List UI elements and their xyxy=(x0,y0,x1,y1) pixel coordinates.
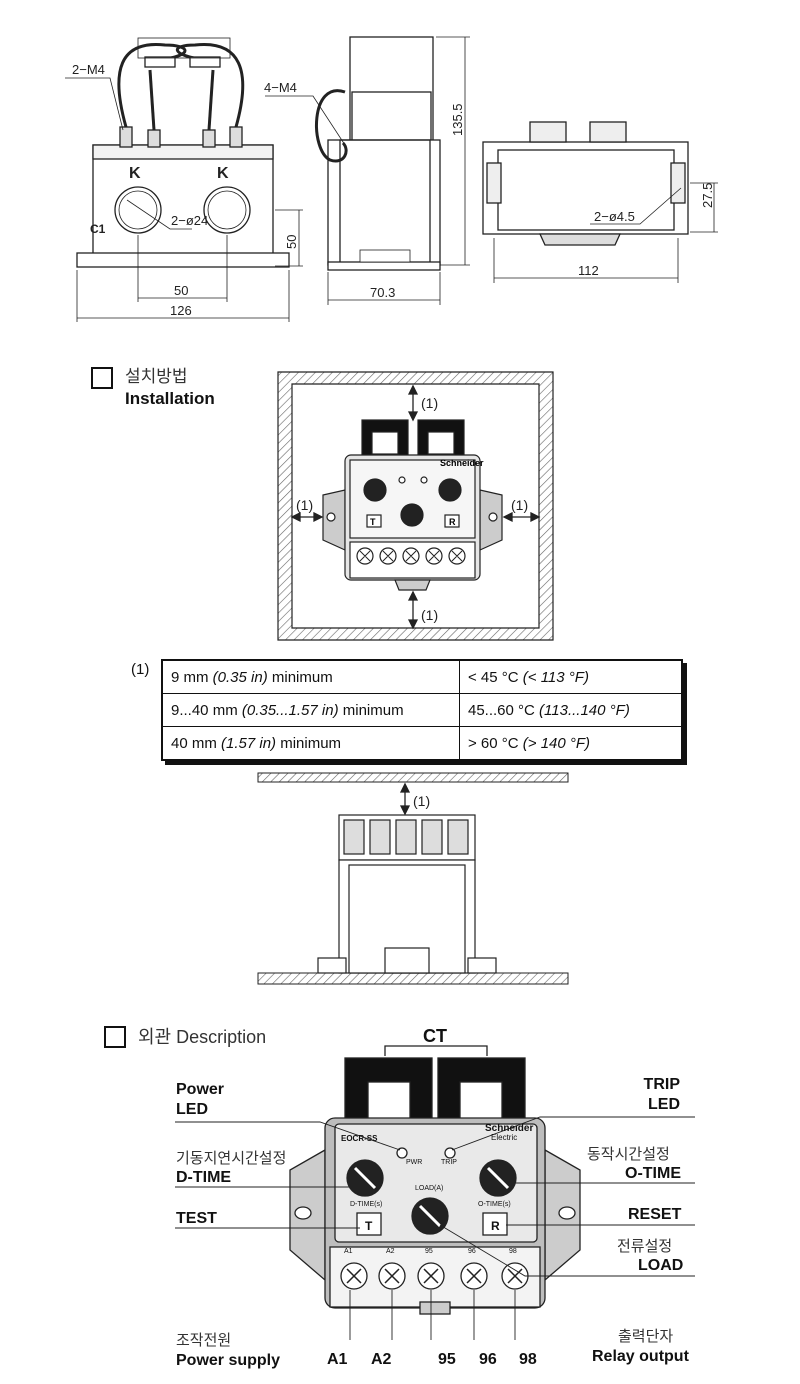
power-led-label: Power LED xyxy=(176,1081,225,1118)
install-test-btn: T xyxy=(370,517,376,527)
table-row: 9 mm (0.35 in) minimum < 45 °C (< 113 °F… xyxy=(161,659,683,694)
relay-brand: Schneider xyxy=(485,1123,533,1134)
installation-title-en: Installation xyxy=(125,389,215,408)
power-supply-ko-label: 조작전원 xyxy=(176,1331,232,1349)
installation-title-ko: 설치방법 xyxy=(125,367,188,387)
load-ko-label: 전류설정 xyxy=(617,1237,673,1255)
installation-heading: 설치방법 Installation xyxy=(91,367,215,409)
description-checkbox xyxy=(104,1026,126,1048)
ct1-mark: C1 xyxy=(90,222,106,236)
relay-model: EOCR-SS xyxy=(341,1134,378,1143)
front-width-label: 126 xyxy=(170,303,192,318)
clearance-top: (1) xyxy=(421,395,438,411)
ct-k-right: K xyxy=(217,165,229,182)
table-row: 40 mm (1.57 in) minimum > 60 °C (> 140 °… xyxy=(161,726,683,761)
terminal-mark-95: 95 xyxy=(425,1248,433,1255)
installation-diagram: Schneider T R (1) (1) (1) (1) xyxy=(277,371,554,641)
dtime-label: D-TIME(s) xyxy=(350,1201,382,1208)
install-reset-btn: R xyxy=(449,517,456,527)
terminal-98: 98 xyxy=(519,1351,537,1368)
test-btn-label: T xyxy=(365,1219,373,1233)
terminal-mark-98: 98 xyxy=(509,1248,517,1255)
terminal-a2: A2 xyxy=(371,1351,392,1368)
front-screw-label: 2−M4 xyxy=(72,62,105,77)
side-screw-label: 4−M4 xyxy=(264,80,297,95)
otime-label: O-TIME(s) xyxy=(478,1201,511,1208)
clearance-table: 9 mm (0.35 in) minimum < 45 °C (< 113 °F… xyxy=(161,659,683,761)
clearance-right: (1) xyxy=(511,497,528,513)
distance-cell: 9 mm (0.35 in) minimum xyxy=(161,659,460,694)
distance-cell: 9...40 mm (0.35...1.57 in) minimum xyxy=(161,693,460,727)
clearance-top-side: (1) xyxy=(413,793,430,809)
terminal-96: 96 xyxy=(479,1351,497,1368)
description-title-en: Description xyxy=(176,1026,267,1047)
reset-label: RESET xyxy=(628,1206,682,1223)
test-label: TEST xyxy=(176,1210,217,1227)
terminal-mark-a2: A2 xyxy=(386,1248,395,1255)
terminal-mark-a1: A1 xyxy=(344,1248,353,1255)
load-en-label: LOAD xyxy=(638,1257,684,1274)
description-title-ko: 외관 xyxy=(138,1026,172,1048)
ct-k-left: K xyxy=(129,165,141,182)
temperature-cell: > 60 °C (> 140 °F) xyxy=(459,726,683,761)
side-mounting-diagram: (1) xyxy=(257,772,569,985)
top-width-label: 112 xyxy=(578,263,599,278)
top-height-label: 27.5 xyxy=(700,183,715,208)
side-depth-label: 70.3 xyxy=(370,285,395,300)
table-ref-label: (1) xyxy=(131,661,150,678)
relay-ko-label: 출력단자 xyxy=(618,1327,674,1345)
load-label: LOAD(A) xyxy=(415,1185,443,1192)
front-height-label: 50 xyxy=(284,235,299,249)
otime-ko-label: 동작시간설정 xyxy=(587,1145,670,1163)
terminal-a1: A1 xyxy=(327,1351,348,1368)
dimension-drawings: C1 K K 2−M4 2−ø24 126 50 50 4−M4 70.3 13… xyxy=(65,36,718,322)
temperature-cell: < 45 °C (< 113 °F) xyxy=(459,659,683,694)
front-spacing-label: 50 xyxy=(174,283,188,298)
pwr-label: PWR xyxy=(406,1159,422,1166)
top-hole-label: 2−ø4.5 xyxy=(594,209,635,224)
side-height-label: 135.5 xyxy=(450,103,465,136)
temperature-cell: 45...60 °C (113...140 °F) xyxy=(459,693,683,727)
installation-checkbox xyxy=(91,367,113,389)
distance-cell: 40 mm (1.57 in) minimum xyxy=(161,726,460,761)
dtime-ko-label: 기동지연시간설정 xyxy=(176,1149,287,1167)
table-row: 9...40 mm (0.35...1.57 in) minimum 45...… xyxy=(161,693,683,727)
front-hole-label: 2−ø24 xyxy=(171,213,208,228)
clearance-left: (1) xyxy=(296,497,313,513)
reset-btn-label: R xyxy=(491,1219,500,1233)
terminal-95: 95 xyxy=(438,1351,456,1368)
ct-label: CT xyxy=(423,1026,447,1046)
description-heading: 외관 Description xyxy=(104,1026,266,1048)
clearance-bottom: (1) xyxy=(421,607,438,623)
relay-brand-sub: Electric xyxy=(491,1133,517,1142)
otime-en-label: O-TIME xyxy=(625,1165,681,1182)
relay-en-label: Relay output xyxy=(592,1348,689,1365)
power-supply-en-label: Power supply xyxy=(176,1352,281,1369)
install-brand: Schneider xyxy=(440,458,484,468)
dtime-en-label: D-TIME xyxy=(176,1169,232,1186)
relay-front-diagram: Schneider Electric EOCR-SS PWR TRIP D-TI… xyxy=(175,1045,695,1340)
trip-led-label: TRIP LED xyxy=(643,1076,680,1113)
trip-label: TRIP xyxy=(441,1159,457,1166)
terminal-mark-96: 96 xyxy=(468,1248,476,1255)
